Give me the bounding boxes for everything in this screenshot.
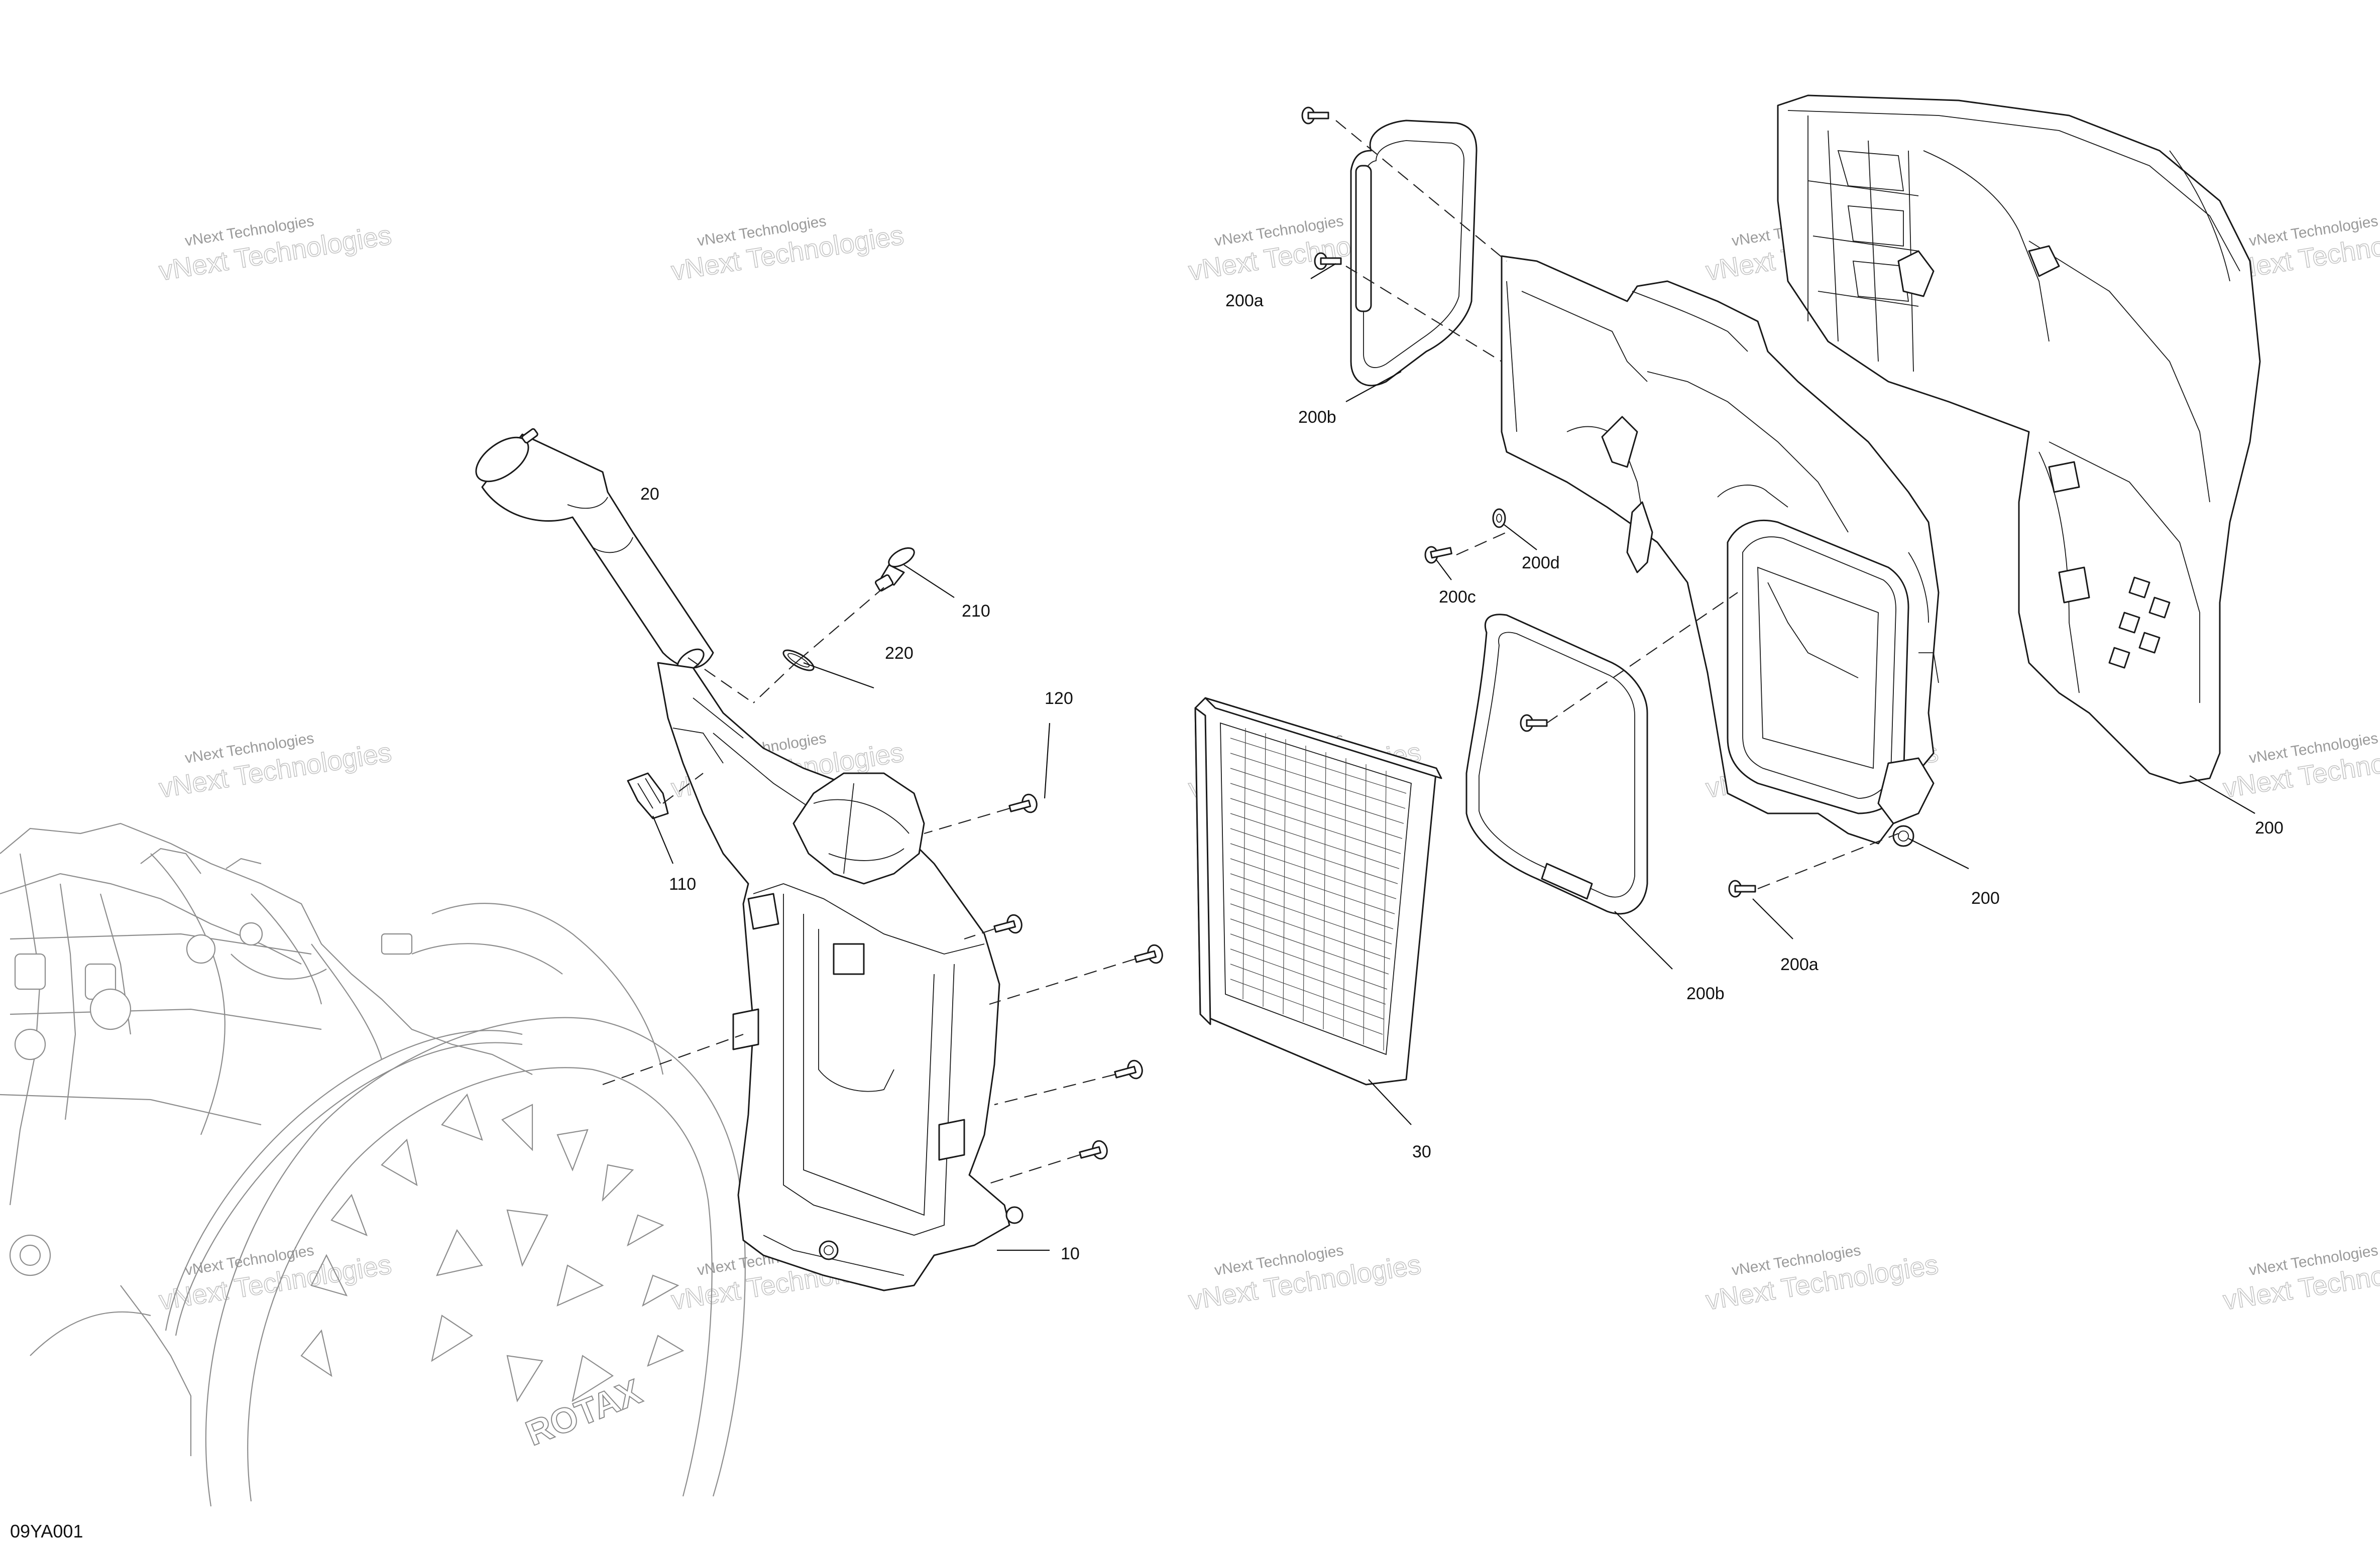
callout-labels: 10 20 30 110 120 200 200 200a 200a 200b … bbox=[640, 291, 2284, 1263]
callout-120: 120 bbox=[1045, 689, 1073, 708]
screw-part-200c bbox=[1424, 546, 1452, 564]
filter-mesh bbox=[1230, 728, 1407, 1051]
callout-220: 220 bbox=[885, 644, 914, 663]
callout-200-cover: 200 bbox=[2255, 818, 2284, 838]
airbox-base-part-10 bbox=[657, 662, 1024, 1291]
screw-part-200a-top bbox=[1301, 106, 1342, 270]
callout-200-housing: 200 bbox=[1971, 889, 2000, 908]
explosion-lines bbox=[602, 120, 1899, 1186]
airbox-housing-part-200 bbox=[1501, 255, 1940, 847]
watermark: vNext Technologies vNext Technologies bbox=[2221, 730, 2380, 804]
watermark: vNext Technologies vNext Technologies bbox=[157, 730, 394, 804]
callout-200c: 200c bbox=[1439, 587, 1476, 607]
callout-leaders bbox=[652, 263, 2255, 1251]
washer-part-200d bbox=[1492, 508, 1506, 528]
callout-200a-bottom: 200a bbox=[1780, 955, 1819, 974]
seal-part-200b-top bbox=[1350, 120, 1478, 387]
clip-part-110 bbox=[627, 772, 669, 819]
callout-30: 30 bbox=[1412, 1142, 1431, 1161]
watermark: vNext Technologies vNext Technologies bbox=[157, 213, 394, 287]
callout-200b-top: 200b bbox=[1298, 408, 1336, 427]
watermark: vNext Technologies vNext Technologies bbox=[1704, 1242, 1941, 1317]
callout-210: 210 bbox=[962, 602, 990, 621]
seal-part-200b-bottom bbox=[1465, 614, 1648, 915]
screw-part-200a-bottom bbox=[1520, 714, 1756, 898]
callout-200a-top: 200a bbox=[1225, 291, 1264, 310]
callout-10: 10 bbox=[1061, 1244, 1080, 1263]
screws-part-120 bbox=[993, 793, 1163, 1160]
fitting-part-210 bbox=[874, 547, 915, 591]
air-filter-part-30 bbox=[1194, 697, 1442, 1086]
watermark: vNext Technologies vNext Technologies bbox=[669, 213, 906, 287]
callout-110: 110 bbox=[669, 875, 696, 894]
watermark: vNext Technologies vNext Technologies bbox=[157, 1242, 394, 1317]
diagram-reference-code: 09YA001 bbox=[10, 1521, 83, 1541]
callout-20: 20 bbox=[640, 485, 659, 504]
intake-duct-part-20 bbox=[475, 428, 714, 672]
callout-200d: 200d bbox=[1522, 553, 1560, 572]
engine-assembly: ROTAX bbox=[0, 822, 746, 1507]
callout-200b-bottom: 200b bbox=[1686, 984, 1725, 1003]
rotax-logo-text: ROTAX bbox=[520, 1372, 647, 1453]
airbox-cover-part-200 bbox=[1777, 94, 2261, 784]
watermark: vNext Technologies vNext Technologies bbox=[2221, 1242, 2380, 1317]
watermark: vNext Technologies vNext Technologies bbox=[1186, 1242, 1424, 1317]
